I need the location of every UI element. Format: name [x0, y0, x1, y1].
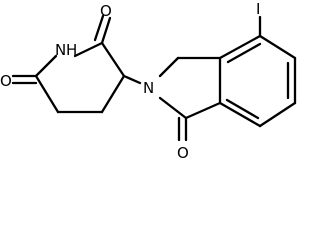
atom-label-o-left: O — [0, 72, 12, 90]
atom-label-h-imide: H — [66, 41, 77, 59]
atom-label-n-imide: N — [55, 41, 66, 59]
bond-n-c-top — [73, 41, 104, 58]
bond-c4-c5 — [258, 34, 297, 60]
inner-double-bond-c3a-c4 — [226, 42, 262, 64]
bond-c3-c4 — [100, 74, 126, 114]
isoindolinone-five-ring — [158, 56, 222, 120]
atom-label-n-ring: N — [143, 79, 154, 97]
glutarimide-carbonyls — [11, 14, 112, 85]
bond-c7a-c-carbonyl — [184, 101, 222, 120]
bond-c5-c-left — [34, 74, 60, 114]
bond-n-ch2 — [158, 56, 180, 78]
bond-c7-c7a — [218, 101, 262, 128]
double-bond-top-co-a — [100, 16, 112, 45]
bond-c-top-c3 — [100, 41, 126, 78]
double-bond-top-co-b — [93, 14, 105, 42]
molecule-drawing: N H O O N O I — [0, 0, 297, 162]
bond-c3a-c4 — [218, 34, 262, 60]
atom-label-o-bottom: O — [177, 144, 189, 162]
glutarimide-ring — [34, 41, 126, 114]
bond-c-carbonyl-n — [158, 96, 188, 120]
bond-c3-n-ring — [122, 74, 142, 85]
bond-c6-c7 — [258, 101, 297, 128]
chemical-structure: N H O O N O I — [0, 0, 297, 162]
atom-label-iodine: I — [256, 0, 260, 18]
inner-double-bond-c7-c7a — [225, 98, 260, 120]
benzene-ring — [218, 34, 297, 128]
bond-c-left-n — [34, 54, 58, 78]
lactam-carbonyl — [177, 116, 188, 142]
atom-label-o-top: O — [100, 2, 112, 20]
